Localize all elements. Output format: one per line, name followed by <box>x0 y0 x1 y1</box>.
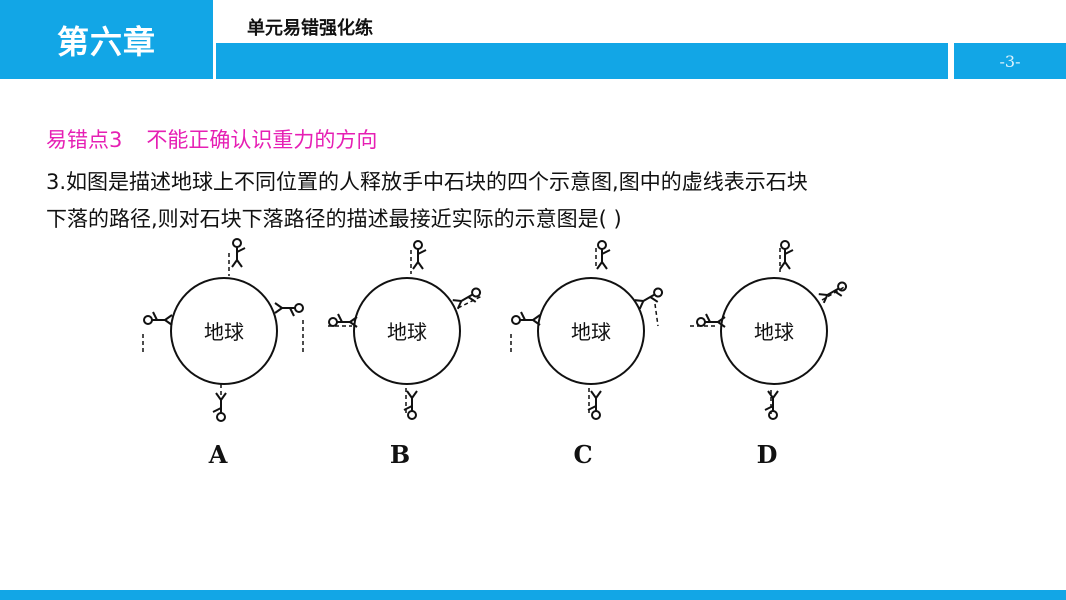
page-number: -3- <box>954 43 1066 79</box>
earth-circle-d <box>720 277 828 385</box>
option-d-label: D <box>757 440 778 469</box>
earth-label-a: 地球 <box>204 320 244 344</box>
person-d-top <box>779 240 794 270</box>
path-b-right <box>457 295 483 309</box>
path-d-right <box>821 285 847 301</box>
person-a-top <box>231 238 246 268</box>
question-text: 3.如图是描述地球上不同位置的人释放手中石块的四个示意图,图中的虚线表示石块 下… <box>46 164 1046 238</box>
person-c-right <box>633 285 667 313</box>
person-c-top <box>596 240 611 270</box>
earth-circle-c <box>537 277 645 385</box>
footer-bar <box>0 590 1066 600</box>
person-c-bottom <box>587 390 602 420</box>
diagram-a: 地球 A <box>142 238 304 469</box>
earth-label-b: 地球 <box>387 320 427 344</box>
person-b-right <box>451 285 485 313</box>
option-a-label: A <box>208 440 228 469</box>
question-line-1: 3.如图是描述地球上不同位置的人释放手中石块的四个示意图,图中的虚线表示石块 <box>46 170 808 194</box>
diagram-d: 地球 D <box>690 240 851 469</box>
option-c-label: C <box>573 440 592 469</box>
earth-label-c: 地球 <box>571 320 611 344</box>
earth-diagram: 地球 A 地球 B 地球 C <box>142 238 851 469</box>
error-point-label: 易错点3 <box>46 128 123 152</box>
person-a-bottom <box>212 392 227 422</box>
person-c-left <box>511 311 541 326</box>
person-b-top <box>412 240 427 270</box>
section-title: 单元易错强化练 <box>247 18 373 39</box>
question-line-2: 下落的路径,则对石块下落路径的描述最接近实际的示意图是( ) <box>46 207 622 231</box>
error-point-heading: 易错点3 不能正确认识重力的方向 <box>46 124 377 154</box>
person-a-left <box>143 311 173 326</box>
person-b-left <box>328 313 358 328</box>
diagram-c: 地球 C <box>510 240 667 469</box>
earth-circle-a <box>170 277 278 385</box>
chapter-title: 第六章 <box>0 0 213 79</box>
person-a-right <box>274 302 304 317</box>
header-bar <box>216 43 948 79</box>
option-b-label: B <box>390 440 410 469</box>
error-point-title: 不能正确认识重力的方向 <box>146 128 378 152</box>
earth-circle-b <box>353 277 461 385</box>
path-c-right <box>654 303 659 327</box>
diagram-b: 地球 B <box>328 240 485 469</box>
person-d-left <box>696 313 726 328</box>
earth-label-d: 地球 <box>754 320 794 344</box>
